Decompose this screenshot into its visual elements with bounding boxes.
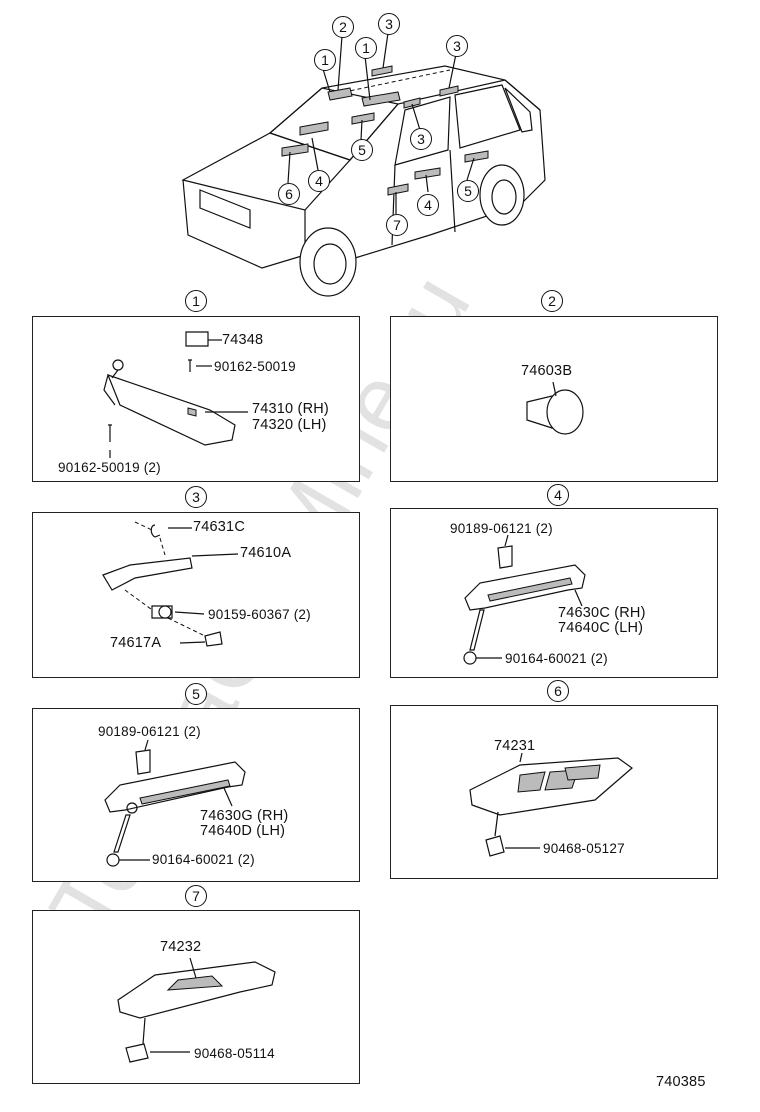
callout-3-b: 3 <box>446 35 468 57</box>
callout-6: 6 <box>278 183 300 205</box>
s7-part-90468-05114: 90468-05114 <box>194 1046 275 1061</box>
vehicle-illustration <box>181 32 546 297</box>
callout-2: 2 <box>332 16 354 38</box>
section-5-marker: 5 <box>185 683 207 705</box>
callout-4-b: 4 <box>417 194 439 216</box>
section-6-marker: 6 <box>547 680 569 702</box>
callout-3-c: 3 <box>410 128 432 150</box>
s1-part-74348: 74348 <box>222 332 264 348</box>
s5-part-74630g-rh: 74630G (RH) <box>200 808 289 824</box>
diagram-code: 740385 <box>656 1074 706 1090</box>
callout-5-b: 5 <box>457 180 479 202</box>
s6-part-74231: 74231 <box>494 738 536 754</box>
s1-part-74310-rh: 74310 (RH) <box>252 401 329 417</box>
s4-part-90189-06121-2: 90189-06121 (2) <box>450 521 553 536</box>
callout-7: 7 <box>386 214 408 236</box>
s3-part-74617a: 74617A <box>110 635 162 651</box>
s5-part-74630g-74640d: 74630G (RH) 74640D (LH) <box>200 809 288 839</box>
s3-part-74631c: 74631C <box>193 519 245 535</box>
callout-1-b: 1 <box>355 37 377 59</box>
s1-part-90162-50019-2: 90162-50019 (2) <box>58 460 161 475</box>
callout-5-a: 5 <box>351 139 373 161</box>
section-3-panel <box>32 512 360 678</box>
s4-part-74630c-rh: 74630C (RH) <box>558 605 646 621</box>
s7-part-74232: 74232 <box>160 939 202 955</box>
section-4-marker: 4 <box>547 484 569 506</box>
s2-part-74603b: 74603B <box>521 363 573 379</box>
s3-part-74610a: 74610A <box>240 545 292 561</box>
s6-part-90468-05127: 90468-05127 <box>543 841 625 856</box>
callout-3-a: 3 <box>378 13 400 35</box>
s1-part-74320-lh: 74320 (LH) <box>252 417 327 433</box>
callout-1-a: 1 <box>314 49 336 71</box>
callout-4-a: 4 <box>308 170 330 192</box>
s1-part-90162-50019: 90162-50019 <box>214 359 296 374</box>
section-5-panel <box>32 708 360 882</box>
section-2-marker: 2 <box>541 290 563 312</box>
section-1-marker: 1 <box>185 290 207 312</box>
s4-part-74630c-74640c: 74630C (RH) 74640C (LH) <box>558 606 646 636</box>
s5-part-90164-60021-2: 90164-60021 (2) <box>152 852 255 867</box>
s5-part-90189-06121-2: 90189-06121 (2) <box>98 724 201 739</box>
s3-part-90159-60367-2: 90159-60367 (2) <box>208 607 311 622</box>
s5-part-74640d-lh: 74640D (LH) <box>200 823 286 839</box>
section-3-marker: 3 <box>185 486 207 508</box>
s4-part-74640c-lh: 74640C (LH) <box>558 620 644 636</box>
s4-part-90164-60021-2: 90164-60021 (2) <box>505 651 608 666</box>
section-7-marker: 7 <box>185 885 207 907</box>
